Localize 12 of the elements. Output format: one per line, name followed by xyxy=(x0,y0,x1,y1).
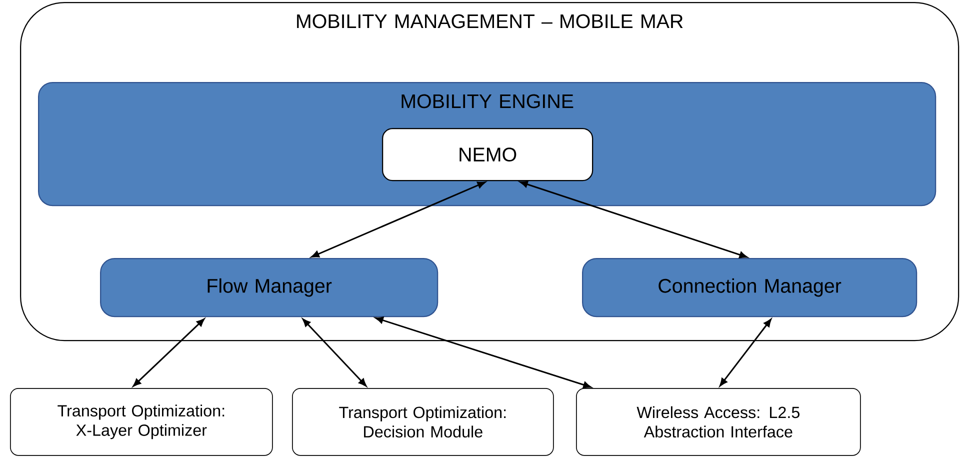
module-box: NEMO xyxy=(382,128,594,182)
arrow xyxy=(302,318,367,386)
module-box: Wireless Access: L2.5 Abstraction Interface xyxy=(576,388,861,456)
arrow xyxy=(720,318,772,386)
arrow xyxy=(520,180,748,258)
arrow xyxy=(375,316,592,388)
arrow xyxy=(132,318,205,387)
module-box: Flow Manager xyxy=(100,258,438,318)
module-box: Transport Optimization: X-Layer Optimizer xyxy=(10,388,273,456)
arrow xyxy=(311,182,486,258)
module-box: Connection Manager xyxy=(582,258,918,318)
module-box: Transport Optimization: Decision Module xyxy=(292,388,554,456)
